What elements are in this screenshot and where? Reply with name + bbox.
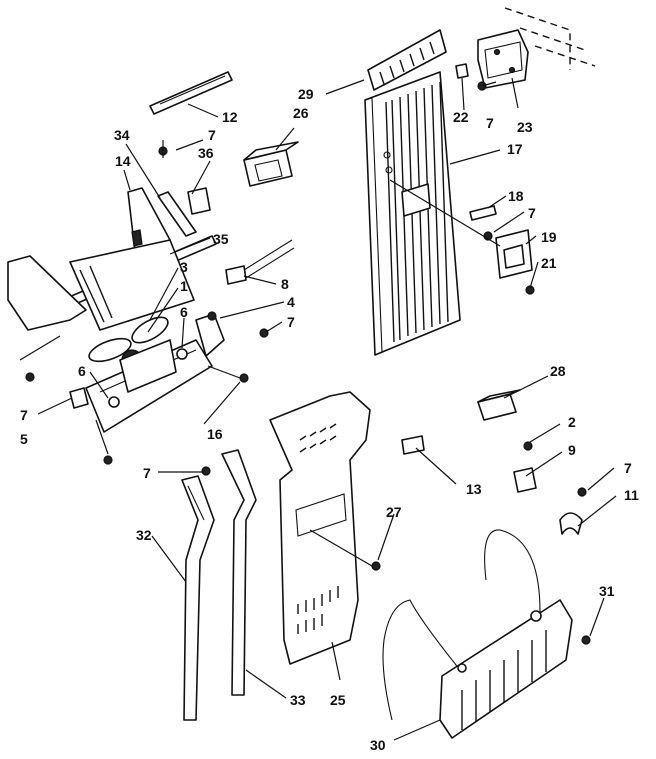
part-30-heater <box>382 529 573 739</box>
callout-33: 33 <box>290 692 306 708</box>
panel-assembly-line <box>389 179 501 247</box>
callout-11: 11 <box>624 487 639 503</box>
callout-6-a: 6 <box>180 304 188 320</box>
part-7-screw-top-right <box>477 81 497 91</box>
callout-16: 16 <box>207 426 223 442</box>
part-33-rod <box>221 449 257 696</box>
callout-36: 36 <box>198 145 214 161</box>
callout-30: 30 <box>370 737 386 753</box>
part-7-screw-32 <box>201 466 211 476</box>
callout-2: 2 <box>568 414 576 430</box>
part-29-grille <box>367 29 447 91</box>
callout-7-a: 7 <box>208 127 216 143</box>
part-5-clip <box>69 387 89 409</box>
part-12-bar <box>149 71 233 115</box>
part-34-strip <box>157 191 197 237</box>
callout-28: 28 <box>550 363 566 379</box>
part-6-bushing-right <box>176 348 188 360</box>
callout-19: 19 <box>541 229 557 245</box>
part-11-clip <box>559 512 583 535</box>
part-23-bracket <box>477 29 529 89</box>
callout-6-b: 6 <box>78 363 86 379</box>
leader-lines <box>37 77 617 741</box>
callout-14: 14 <box>115 153 131 169</box>
callout-32: 32 <box>136 527 152 543</box>
callout-18: 18 <box>508 188 524 204</box>
callout-12: 12 <box>222 109 238 125</box>
callout-23: 23 <box>517 119 533 135</box>
part-25-panel <box>269 391 371 665</box>
part-22-block <box>455 63 469 79</box>
callout-9: 9 <box>568 442 576 458</box>
callout-3: 3 <box>180 259 188 275</box>
cabinet-reference-outline <box>504 7 596 70</box>
part-16-motor-mount <box>85 339 213 433</box>
callout-5: 5 <box>20 431 28 447</box>
part-13-connector <box>401 435 425 455</box>
part-8-fitting <box>225 239 295 285</box>
part-2-screw <box>523 441 533 451</box>
callout-22: 22 <box>453 109 469 125</box>
left-frame-assembly <box>7 239 195 331</box>
part-4-bracket <box>195 311 225 357</box>
part-7-screw-11 <box>577 487 587 497</box>
callout-7-c: 7 <box>528 205 536 221</box>
callout-34: 34 <box>114 127 130 143</box>
part-28-block <box>477 389 521 421</box>
callout-1: 1 <box>180 278 188 294</box>
screws-left-assembly <box>19 328 269 465</box>
callout-25: 25 <box>330 692 346 708</box>
part-18-clip <box>469 205 497 221</box>
callout-35: 35 <box>213 231 229 247</box>
part-36-pad <box>187 187 211 215</box>
callout-31: 31 <box>599 583 615 599</box>
callout-13: 13 <box>466 481 482 497</box>
callout-4: 4 <box>287 294 295 310</box>
callout-7-f: 7 <box>143 465 151 481</box>
part-17-panel <box>364 71 461 356</box>
callout-7-d: 7 <box>287 314 295 330</box>
part-6-bushing-left <box>108 396 120 408</box>
callout-17: 17 <box>507 141 523 157</box>
part-9-clamp <box>513 467 537 493</box>
callout-29: 29 <box>298 86 314 102</box>
part-32-rod <box>181 475 215 721</box>
callout-27: 27 <box>386 504 402 520</box>
callout-7-g: 7 <box>624 460 632 476</box>
part-31-screw <box>581 635 591 645</box>
callout-7-b: 7 <box>486 115 494 131</box>
callout-21: 21 <box>541 255 557 271</box>
part-19-housing <box>495 229 533 279</box>
part-26-duct <box>243 141 299 187</box>
callout-26: 26 <box>293 105 309 121</box>
callout-8: 8 <box>281 276 289 292</box>
callout-labels: 29 26 12 34 7 36 14 22 7 23 17 18 7 19 2… <box>20 86 639 753</box>
part-27-screw <box>309 529 381 571</box>
part-7-screw-12 <box>158 140 168 158</box>
callout-7-e: 7 <box>20 407 28 423</box>
